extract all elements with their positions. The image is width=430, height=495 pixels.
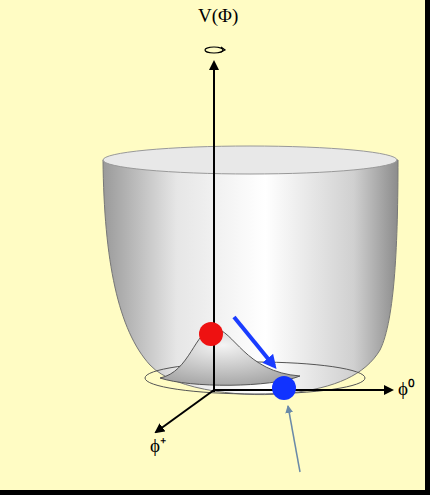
axis-label: V(Φ) [198, 6, 238, 27]
axis-label: ϕ⁺ [150, 436, 166, 457]
axis-label: ϕ⁰ [398, 379, 415, 400]
